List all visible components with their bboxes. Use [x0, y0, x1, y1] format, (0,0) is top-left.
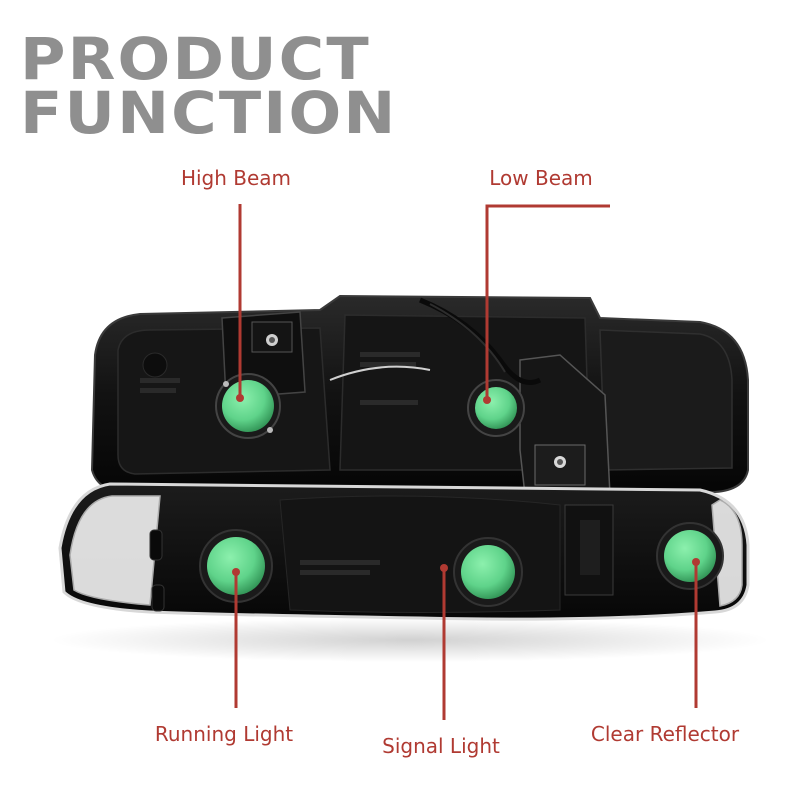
high-beam-label: High Beam	[180, 166, 292, 190]
low-beam-socket	[467, 379, 525, 437]
lower-signal-lamp-housing	[58, 482, 750, 621]
heading-line-2: FUNCTION	[20, 79, 398, 147]
upper-headlight-housing	[90, 294, 749, 496]
low-beam-leader-line	[485, 204, 610, 398]
clear-reflector-label: Clear Reflector	[590, 722, 740, 746]
running-light-label: Running Light	[154, 722, 294, 746]
signal-light-socket	[453, 537, 523, 607]
high-beam-socket	[215, 373, 281, 439]
clear-reflector-socket	[656, 522, 724, 590]
heading-line-1: PRODUCT	[20, 25, 371, 93]
signal-light-label: Signal Light	[382, 734, 500, 758]
floor-shadow	[50, 618, 770, 662]
low-beam-label: Low Beam	[489, 166, 593, 190]
running-light-socket	[199, 529, 273, 603]
